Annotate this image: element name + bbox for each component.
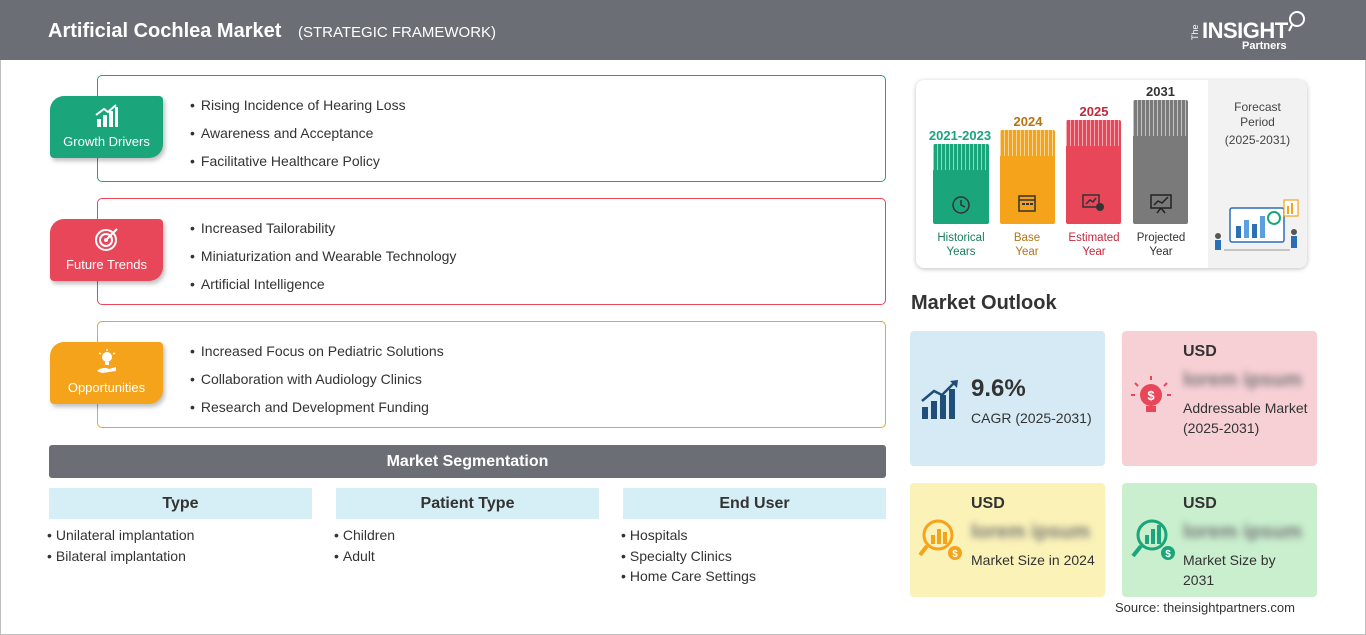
cagr-label: CAGR (2025-2031) xyxy=(971,410,1092,426)
caption-line: Estimated xyxy=(1068,232,1120,244)
magnifier-growth-icon: $ xyxy=(1131,519,1175,560)
market-size-2024-card: $ USD lorem ipsum Market Size in 2024 xyxy=(910,483,1105,597)
caption-line: Year xyxy=(1149,246,1173,258)
cagr-card: 9.6% CAGR (2025-2031) xyxy=(910,331,1105,466)
list-item: Increased Tailorability xyxy=(190,214,456,242)
period-year-historical: 2021-2023 xyxy=(928,128,992,143)
addressable-value: lorem ipsum xyxy=(1183,369,1302,391)
future-trends-label: Future Trends xyxy=(66,257,147,272)
market-size-2031-card: $ USD lorem ipsum Market Size by 2031 xyxy=(1122,483,1317,597)
presentation-chart-icon xyxy=(1150,194,1172,214)
future-trends-list: Increased Tailorability Miniaturization … xyxy=(190,214,457,298)
segment-list-end-user: Hospitals Specialty Clinics Home Care Se… xyxy=(621,525,756,587)
logo-partners: Partners xyxy=(1242,40,1287,52)
size-2024-value: lorem ipsum xyxy=(971,521,1090,543)
bar-base xyxy=(1000,130,1055,224)
header-bar: Artificial Cochlea Market (STRATEGIC FRA… xyxy=(0,0,1366,60)
caption-line: Base xyxy=(1013,232,1041,244)
caption-historical: Historical Years xyxy=(922,231,1000,259)
market-segmentation-title: Market Segmentation xyxy=(49,445,886,478)
growth-drivers-label: Growth Drivers xyxy=(63,134,150,149)
source-link[interactable]: Source: theinsightpartners.com xyxy=(1115,600,1295,615)
bar-historical xyxy=(933,144,989,224)
opportunities-badge: Opportunities xyxy=(50,342,163,404)
caption-estimated: Estimated Year xyxy=(1060,231,1128,259)
segment-heading-type: Type xyxy=(49,488,312,519)
size-2031-label: Market Size by 2031 xyxy=(1183,552,1276,588)
logo-insight: INSIGHT xyxy=(1202,18,1288,43)
list-item: Miniaturization and Wearable Technology xyxy=(190,242,457,270)
segment-list-type: Unilateral implantation Bilateral implan… xyxy=(47,525,195,567)
size-2031-value: lorem ipsum xyxy=(1183,521,1302,543)
segment-heading-end-user: End User xyxy=(623,488,886,519)
page-subtitle: (STRATEGIC FRAMEWORK) xyxy=(298,24,497,41)
cagr-value: 9.6% xyxy=(971,375,1026,402)
segment-list-patient-type: Children Adult xyxy=(334,525,395,566)
forecast-range: (2025-2031) xyxy=(1224,133,1291,147)
list-item: Facilitative Healthcare Policy xyxy=(190,147,406,175)
list-item: Hospitals xyxy=(621,525,756,546)
estimate-gear-icon xyxy=(1082,194,1104,211)
logo-magnifier-icon xyxy=(1288,11,1305,32)
period-year-projected: 2031 xyxy=(1146,84,1175,99)
company-logo: The INSIGHT Partners xyxy=(1190,10,1310,54)
list-item: Home Care Settings xyxy=(621,566,756,587)
caption-line: Years xyxy=(946,246,976,258)
market-outlook-title: Market Outlook xyxy=(911,292,1057,314)
list-item: Bilateral implantation xyxy=(47,546,194,567)
svg-text:$: $ xyxy=(1147,388,1155,403)
list-item: Unilateral implantation xyxy=(47,525,195,546)
list-item: Specialty Clinics xyxy=(621,546,756,567)
list-item: Collaboration with Audiology Clinics xyxy=(190,365,444,393)
caption-line: Year xyxy=(1082,246,1106,258)
lightbulb-hand-icon xyxy=(97,349,116,373)
analytics-dashboard-icon xyxy=(1215,199,1299,251)
size-2031-usd: USD xyxy=(1183,495,1217,512)
opportunities-box: Increased Focus on Pediatric Solutions C… xyxy=(97,321,886,428)
growth-chart-icon xyxy=(95,104,118,127)
addressable-label: Addressable Market (2025-2031) xyxy=(1183,400,1308,436)
addressable-usd: USD xyxy=(1183,343,1217,360)
logo-the: The xyxy=(1190,24,1200,40)
growth-bars-icon xyxy=(921,380,958,419)
svg-text:$: $ xyxy=(952,549,958,560)
size-2024-usd: USD xyxy=(971,495,1005,512)
growth-drivers-box: Rising Incidence of Hearing Loss Awarene… xyxy=(97,75,886,182)
caption-projected: Projected Year xyxy=(1128,231,1194,259)
growth-drivers-badge: Growth Drivers xyxy=(50,96,163,158)
page-title: Artificial Cochlea Market xyxy=(48,20,282,42)
bar-projected xyxy=(1133,100,1188,224)
growth-drivers-list: Rising Incidence of Hearing Loss Awarene… xyxy=(190,91,406,175)
list-item: Rising Incidence of Hearing Loss xyxy=(190,91,406,119)
future-trends-box: Increased Tailorability Miniaturization … xyxy=(97,198,886,305)
period-year-base: 2024 xyxy=(1013,114,1043,129)
list-item: Adult xyxy=(334,546,395,567)
forecast-label: Forecast xyxy=(1234,100,1281,114)
segment-heading-patient-type: Patient Type xyxy=(336,488,599,519)
caption-line: Year xyxy=(1015,246,1039,258)
period-year-estimated: 2025 xyxy=(1079,104,1109,119)
caption-base: Base Year xyxy=(998,231,1056,259)
list-item: Children xyxy=(334,525,395,546)
target-icon xyxy=(95,228,118,251)
opportunities-list: Increased Focus on Pediatric Solutions C… xyxy=(190,337,444,421)
history-icon xyxy=(952,196,970,214)
caption-line: Historical xyxy=(937,232,985,244)
svg-text:$: $ xyxy=(1165,549,1171,560)
forecast-period-label: Period xyxy=(1240,115,1275,129)
bar-estimated xyxy=(1066,120,1121,224)
addressable-market-card: $ USD lorem ipsum Addressable Market (20… xyxy=(1122,331,1317,466)
future-trends-badge: Future Trends xyxy=(50,219,163,281)
magnifier-coins-icon: $ xyxy=(918,519,962,560)
list-item: Increased Focus on Pediatric Solutions xyxy=(190,337,444,365)
opportunities-label: Opportunities xyxy=(67,380,146,395)
list-item: Artificial Intelligence xyxy=(190,270,456,298)
list-item: Awareness and Acceptance xyxy=(190,119,406,147)
caption-line: Projected xyxy=(1136,232,1186,244)
list-item: Research and Development Funding xyxy=(190,393,444,421)
size-2024-label: Market Size in 2024 xyxy=(971,552,1095,568)
calendar-icon xyxy=(1018,195,1036,212)
lightbulb-dollar-icon: $ xyxy=(1131,376,1171,412)
